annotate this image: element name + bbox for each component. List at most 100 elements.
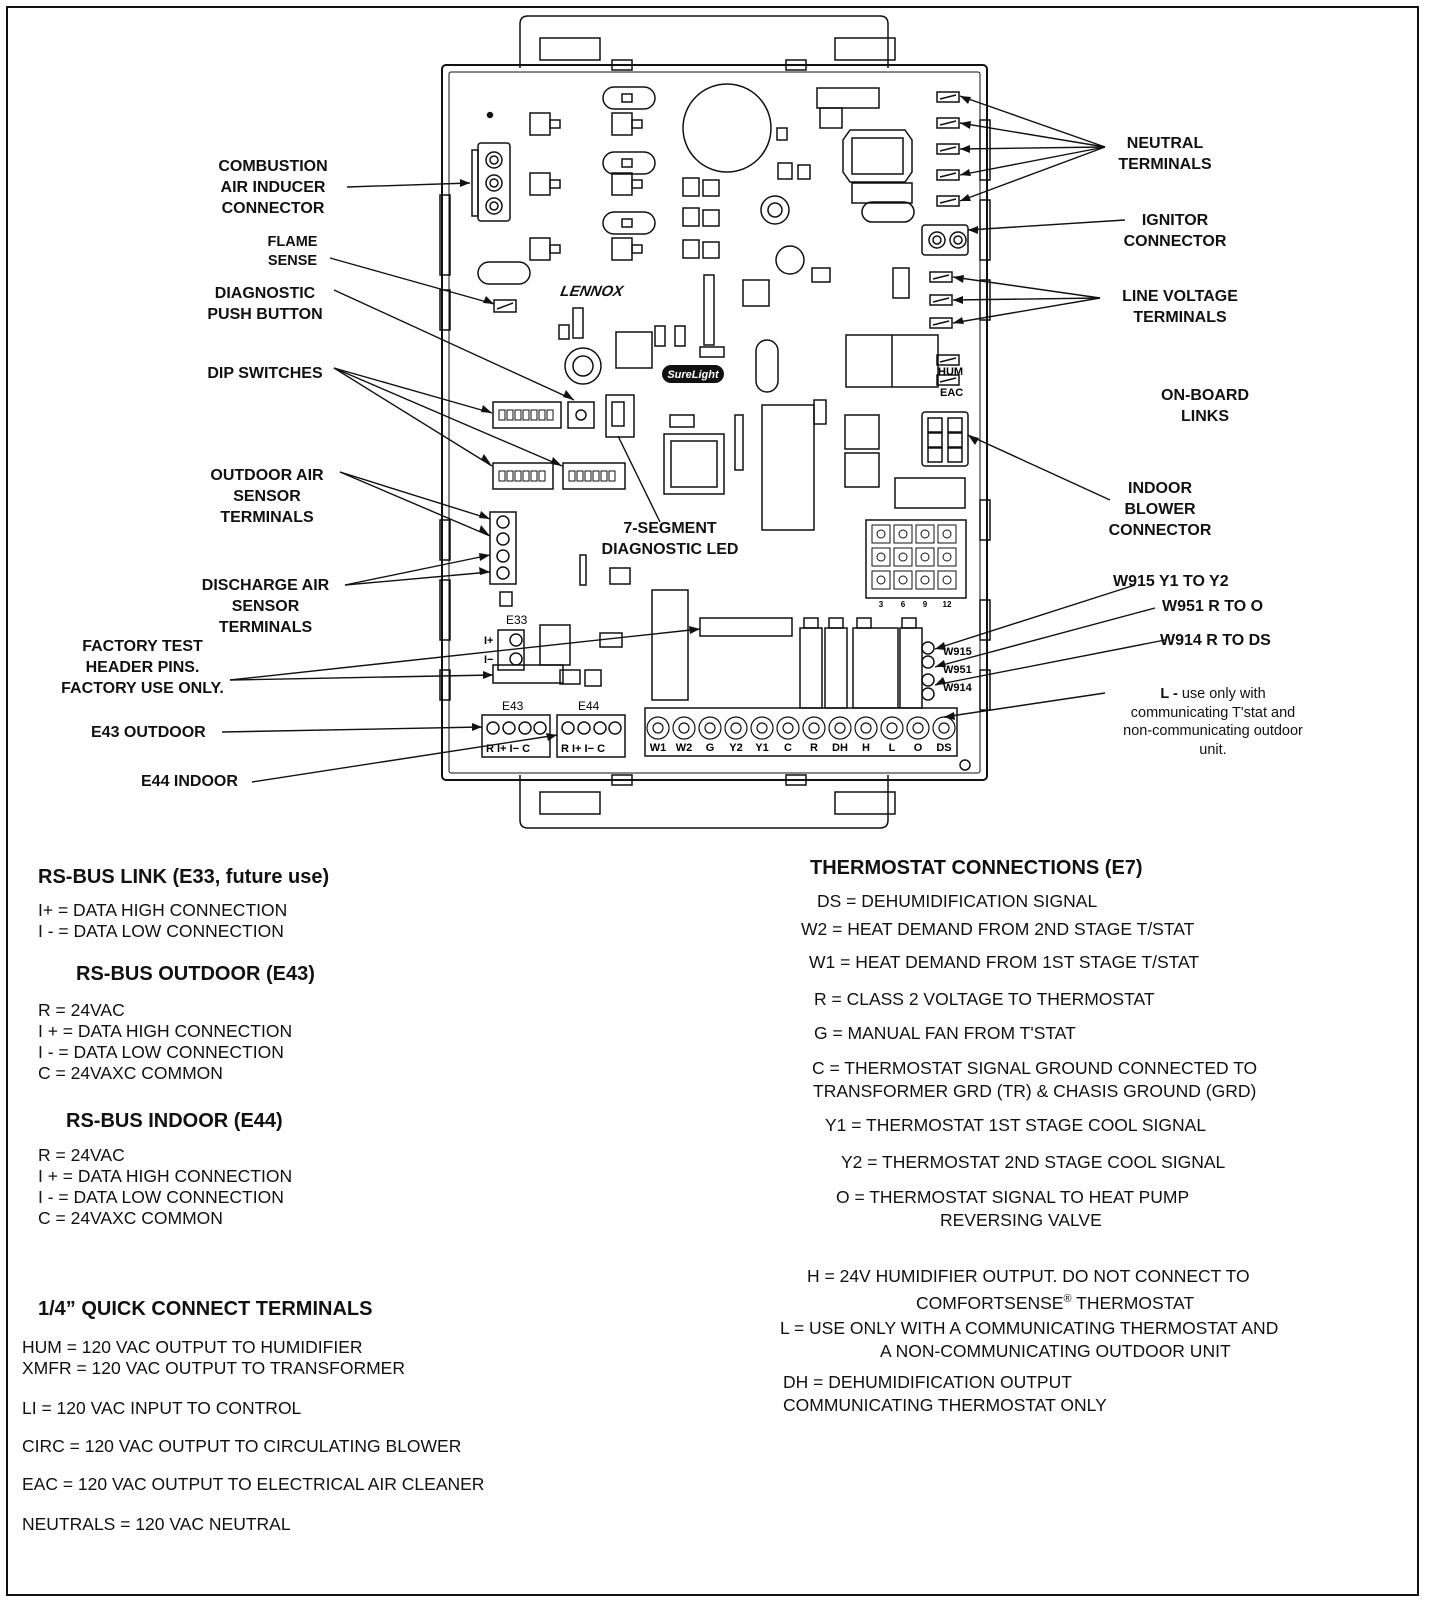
large-capacitor (682, 83, 772, 173)
terminal-label-y2: Y2 (729, 742, 742, 754)
sensor-terminal-block (489, 511, 517, 585)
page-frame (6, 6, 1419, 1596)
rs-bus-outdoor-line: C = 24VAXC COMMON (38, 1063, 223, 1083)
terminal-label-c: C (784, 742, 792, 754)
factory-test-header-2 (492, 664, 564, 684)
thermostat-connections-title: THERMOSTAT CONNECTIONS (E7) (810, 857, 1143, 879)
thermostat-line: DH = DEHUMIDIFICATION OUTPUT (783, 1372, 1072, 1392)
flame-sense (493, 299, 517, 313)
eac-label: EAC (940, 387, 963, 399)
indoor-blower-connector (921, 411, 969, 467)
terminal-label-w2: W2 (676, 742, 693, 754)
terminal-label-h: H (862, 742, 870, 754)
thermostat-line: COMMUNICATING THERMOSTAT ONLY (783, 1395, 1107, 1415)
thermostat-line: W1 = HEAT DEMAND FROM 1ST STAGE T/STAT (809, 952, 1200, 972)
rs-bus-indoor-line: I + = DATA HIGH CONNECTION (38, 1166, 293, 1186)
quick-connect-line: NEUTRALS = 120 VAC NEUTRAL (22, 1514, 291, 1534)
quick-connect-line: HUM = 120 VAC OUTPUT TO HUMIDIFIER (22, 1337, 363, 1357)
thermostat-line: REVERSING VALVE (940, 1210, 1102, 1230)
blower-pin-numbers: 3 6 9 12 (879, 600, 952, 609)
thermostat-line: A NON-COMMUNICATING OUTDOOR UNIT (880, 1341, 1231, 1361)
blower-pin-number: 12 (943, 600, 952, 609)
e33-label: E33 (506, 613, 528, 627)
board-outline (441, 64, 988, 781)
rs-bus-indoor-line: R = 24VAC (38, 1145, 125, 1165)
seven-segment-display (605, 394, 635, 438)
factory-test-header-1 (699, 617, 793, 637)
thermostat-line: DS = DEHUMIDIFICATION SIGNAL (817, 891, 1098, 911)
w914-label: W914 R TO DS (1160, 632, 1271, 649)
terminal-label-o: O (914, 742, 923, 754)
thermostat-line: H = 24V HUMIDIFIER OUTPUT. DO NOT CONNEC… (807, 1266, 1250, 1286)
thermostat-line: TRANSFORMER GRD (TR) & CHASIS GROUND (GR… (813, 1081, 1257, 1101)
l-terminal-note: L - use only with communicating T'stat a… (1123, 686, 1303, 758)
thermostat-line: COMFORTSENSE® THERMOSTAT (916, 1292, 1195, 1313)
hum-label: HUM (938, 366, 963, 378)
w951-label: W951 R TO O (1162, 598, 1264, 615)
quick-connect-line: XMFR = 120 VAC OUTPUT TO TRANSFORMER (22, 1358, 405, 1378)
thermostat-line: L = USE ONLY WITH A COMMUNICATING THERMO… (780, 1318, 1279, 1338)
quick-connect-title: 1/4” QUICK CONNECT TERMINALS (38, 1298, 373, 1320)
surelight-badge (662, 365, 724, 383)
lennox-logo: LENNOX (559, 283, 625, 300)
rs-bus-outdoor-line: I + = DATA HIGH CONNECTION (38, 1021, 293, 1041)
e43-outdoor-label: E43 OUTDOOR (91, 724, 206, 741)
blower-12-pin-connector (865, 519, 967, 599)
quick-connect-line: LI = 120 VAC INPUT TO CONTROL (22, 1398, 302, 1418)
thermostat-terminals (646, 716, 956, 740)
ignitor-connector (921, 224, 969, 256)
blower-pin-number: 9 (923, 600, 928, 609)
thermostat-line: W2 = HEAT DEMAND FROM 2ND STAGE T/STAT (801, 919, 1195, 939)
surelight-logo: SureLight (667, 369, 720, 381)
thermostat-line: R = CLASS 2 VOLTAGE TO THERMOSTAT (814, 989, 1155, 1009)
blower-pin-number: 3 (879, 600, 884, 609)
rs-bus-indoor-line: I - = DATA LOW CONNECTION (38, 1187, 284, 1207)
rs-bus-indoor-line: C = 24VAXC COMMON (38, 1208, 223, 1228)
terminal-label-ds: DS (936, 742, 951, 754)
terminal-label-g: G (706, 742, 715, 754)
e43-pin-labels: R I+ I− C (486, 743, 530, 755)
rs-bus-outdoor-line: I - = DATA LOW CONNECTION (38, 1042, 284, 1062)
rs-bus-link-line: I+ = DATA HIGH CONNECTION (38, 900, 288, 920)
thermostat-line: O = THERMOSTAT SIGNAL TO HEAT PUMP (836, 1187, 1190, 1207)
rs-bus-indoor-title: RS-BUS INDOOR (E44) (66, 1110, 283, 1132)
rs-bus-link-line: I - = DATA LOW CONNECTION (38, 921, 284, 941)
rs-bus-link-title: RS-BUS LINK (E33, future use) (38, 866, 330, 888)
terminal-label-r: R (810, 742, 818, 754)
terminal-label-y1: Y1 (755, 742, 768, 754)
quick-connect-line: EAC = 120 VAC OUTPUT TO ELECTRICAL AIR C… (22, 1474, 485, 1494)
w951-board-label: W951 (943, 664, 972, 676)
e33-connector (497, 629, 525, 671)
e44-label: E44 (578, 699, 600, 713)
e33-pin-iplus: I+ (484, 635, 493, 647)
blower-pin-number: 6 (901, 600, 906, 609)
leader-lines (221, 95, 1166, 783)
thermostat-line: C = THERMOSTAT SIGNAL GROUND CONNECTED T… (812, 1058, 1258, 1078)
terminal-label-dh: DH (832, 742, 848, 754)
rs-bus-outdoor-line: R = 24VAC (38, 1000, 125, 1020)
thermostat-line: Y1 = THERMOSTAT 1ST STAGE COOL SIGNAL (825, 1115, 1207, 1135)
thermostat-line: G = MANUAL FAN FROM T'STAT (814, 1023, 1076, 1043)
terminal-label-w1: W1 (650, 742, 667, 754)
e43-label: E43 (502, 699, 524, 713)
diagnostic-push-button (567, 401, 595, 429)
quick-connect-line: CIRC = 120 VAC OUTPUT TO CIRCULATING BLO… (22, 1436, 462, 1456)
dip-switch-1 (492, 401, 562, 429)
dip-switches-label: DIP SWITCHES (207, 365, 323, 382)
e33-pin-iminus: I− (484, 654, 493, 666)
thermostat-terminal-strip (644, 707, 958, 757)
microcontroller (663, 433, 725, 495)
